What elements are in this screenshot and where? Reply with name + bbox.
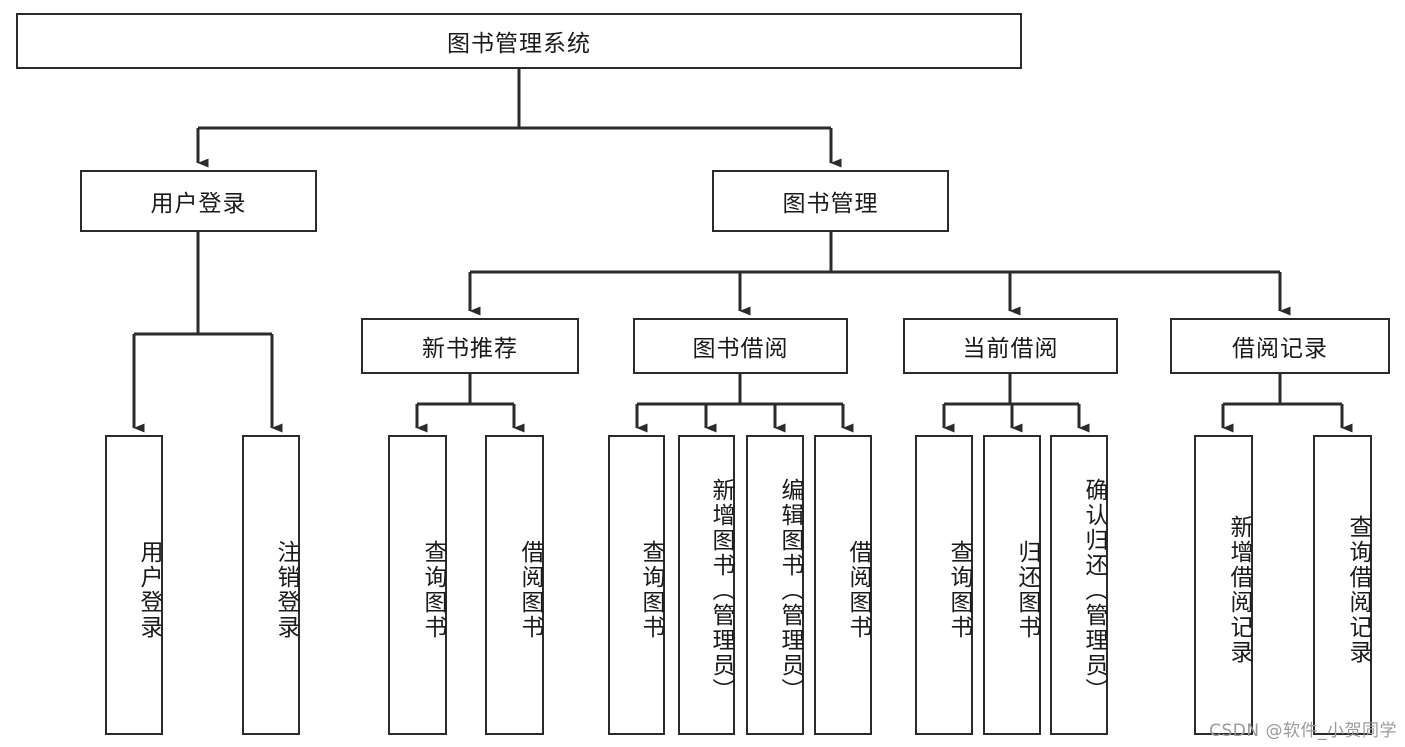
node-new-book-recommend-label: 新书推荐 xyxy=(422,336,518,362)
node-leaf-confirm-return-admin[interactable]: 确认归还（管理员） xyxy=(1050,435,1108,735)
node-leaf-query-books-recommend[interactable]: 查询图书 xyxy=(388,435,447,735)
node-leaf-label: 编辑图书（管理员） xyxy=(777,477,803,703)
node-current-borrow-label: 当前借阅 xyxy=(962,336,1059,362)
node-leaf-query-borrow-record[interactable]: 查询借阅记录 xyxy=(1313,435,1372,735)
node-leaf-label: 注销登录 xyxy=(273,540,299,640)
node-leaf-label: 用户登录 xyxy=(136,540,162,640)
node-leaf-label: 新增图书（管理员） xyxy=(708,477,734,703)
node-leaf-return-book[interactable]: 归还图书 xyxy=(983,435,1041,735)
node-book-borrow-label: 图书借阅 xyxy=(692,336,789,362)
node-leaf-label: 查询借阅记录 xyxy=(1345,515,1371,665)
node-root-label: 图书管理系统 xyxy=(447,31,591,57)
node-borrow-records[interactable]: 借阅记录 xyxy=(1170,318,1390,374)
node-root-system[interactable]: 图书管理系统 xyxy=(16,13,1022,69)
node-user-login-label: 用户登录 xyxy=(150,191,247,217)
node-leaf-add-book-admin[interactable]: 新增图书（管理员） xyxy=(678,435,735,735)
node-leaf-label: 归还图书 xyxy=(1014,540,1040,640)
node-borrow-records-label: 借阅记录 xyxy=(1232,336,1328,362)
node-leaf-label: 借阅图书 xyxy=(517,540,543,640)
node-book-management-label: 图书管理 xyxy=(782,191,879,217)
node-leaf-borrow-book[interactable]: 借阅图书 xyxy=(814,435,872,735)
node-leaf-add-borrow-record[interactable]: 新增借阅记录 xyxy=(1194,435,1253,735)
node-leaf-logout[interactable]: 注销登录 xyxy=(242,435,300,735)
node-current-borrow[interactable]: 当前借阅 xyxy=(903,318,1118,374)
csdn-watermark: CSDN @软件_小贺同学 xyxy=(1209,721,1397,741)
node-leaf-edit-book-admin[interactable]: 编辑图书（管理员） xyxy=(746,435,804,735)
node-book-borrow[interactable]: 图书借阅 xyxy=(633,318,848,374)
node-book-management[interactable]: 图书管理 xyxy=(712,170,949,232)
node-user-login[interactable]: 用户登录 xyxy=(80,170,317,232)
node-leaf-borrow-books-recommend[interactable]: 借阅图书 xyxy=(485,435,544,735)
node-leaf-label: 借阅图书 xyxy=(845,540,871,640)
node-leaf-label: 查询图书 xyxy=(638,540,664,640)
node-leaf-label: 确认归还（管理员） xyxy=(1081,477,1107,703)
node-leaf-query-books-borrow[interactable]: 查询图书 xyxy=(608,435,665,735)
node-leaf-label: 查询图书 xyxy=(420,540,446,640)
node-leaf-query-books-current[interactable]: 查询图书 xyxy=(915,435,973,735)
node-leaf-user-login[interactable]: 用户登录 xyxy=(105,435,163,735)
node-leaf-label: 新增借阅记录 xyxy=(1226,515,1252,665)
node-leaf-label: 查询图书 xyxy=(946,540,972,640)
node-new-book-recommend[interactable]: 新书推荐 xyxy=(361,318,579,374)
